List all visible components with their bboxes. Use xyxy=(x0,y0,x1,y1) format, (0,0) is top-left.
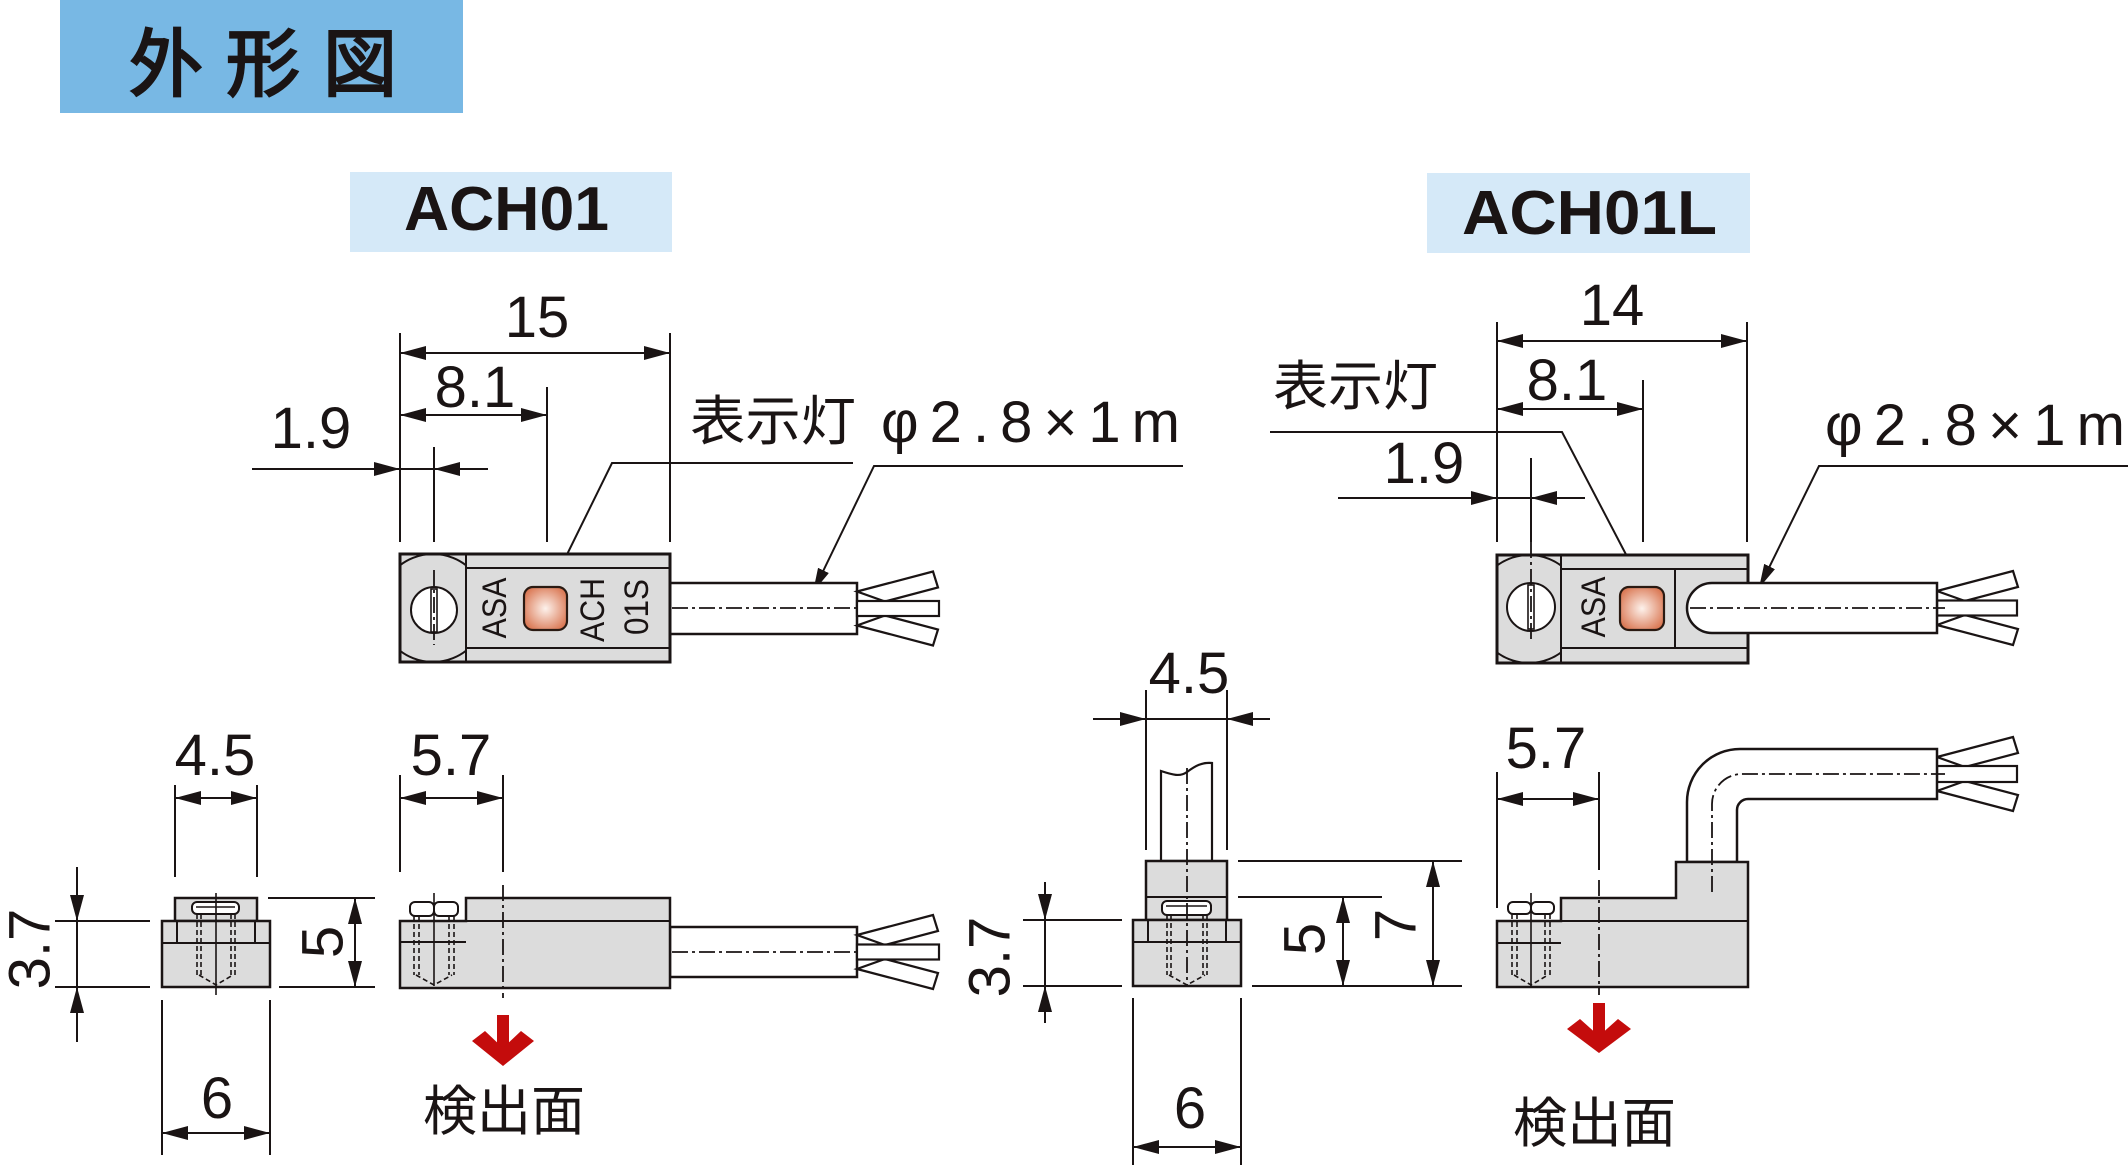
dimension-overall-length: 15 xyxy=(505,285,570,350)
page-title: 外形図 xyxy=(129,23,397,106)
body-marking-maker: ASA xyxy=(476,577,514,638)
dimension-overall-height: 7 xyxy=(1364,909,1429,941)
wire xyxy=(855,943,941,961)
cable-callout-label: φ2.8×1m xyxy=(1825,393,2125,458)
wire xyxy=(853,957,940,991)
screw-head-icon xyxy=(409,901,435,917)
dimension-detection-center: 5.7 xyxy=(411,723,492,788)
dimension-screw-head-width: 4.5 xyxy=(1149,641,1230,706)
model-label-background xyxy=(350,172,672,252)
wire-ends xyxy=(1933,735,2020,813)
ach01-top-view: 15 8.1 1.9 表示灯 φ2.8×1m ASA ACH xyxy=(252,285,1183,664)
detection-arrow-shaft xyxy=(1593,1003,1605,1037)
indicator-led xyxy=(522,585,569,632)
dimension-screw-head-width: 4.5 xyxy=(175,723,256,788)
dimension-led-position: 8.1 xyxy=(1527,348,1608,413)
dimension-width: 6 xyxy=(1174,1076,1206,1141)
dimension-screw-offset: 1.9 xyxy=(271,396,352,461)
model-name: ACH01 xyxy=(404,175,609,244)
cable-leader-line xyxy=(812,465,1183,593)
detection-surface-arrow-icon xyxy=(472,1015,534,1066)
wire xyxy=(1933,779,2020,813)
body-marking-model-line2: 01S xyxy=(618,579,656,635)
ach01l-end-view: 4.5 6 3.7 5 7 xyxy=(958,641,1462,1165)
wire xyxy=(1933,569,2020,603)
detection-arrow-head xyxy=(1567,1019,1631,1053)
cable-centerline xyxy=(1711,773,1945,892)
model-label-background xyxy=(1427,173,1750,253)
screw-head-icon xyxy=(1507,901,1532,915)
body-marking-maker: ASA xyxy=(1575,576,1613,637)
ach01-end-view: 4.5 6 3.7 5 xyxy=(0,723,375,1155)
cable-bent xyxy=(1685,747,1939,864)
wire-ends xyxy=(853,570,941,647)
wire xyxy=(853,570,940,603)
ach01-side-view: 5.7 検出面 xyxy=(398,723,941,1142)
model-label-ach01: ACH01 xyxy=(350,172,672,252)
dimension-led-position: 8.1 xyxy=(435,355,516,420)
wire xyxy=(1933,613,2020,647)
screw-head-icon xyxy=(1530,901,1555,915)
detection-surface-arrow-icon xyxy=(1567,1003,1631,1053)
dimension-height: 5 xyxy=(291,926,356,958)
led-leader-line xyxy=(551,462,853,586)
cable-callout-label: φ2.8×1m xyxy=(881,390,1180,455)
detection-arrow-head xyxy=(472,1031,534,1066)
wire xyxy=(855,599,941,618)
detection-surface-label: 検出面 xyxy=(1513,1094,1676,1154)
wire xyxy=(853,614,940,647)
dimension-overall-length: 14 xyxy=(1580,273,1645,338)
title-banner: 外形図 xyxy=(60,0,463,113)
title-banner-background xyxy=(60,0,463,113)
led-callout-label: 表示灯 xyxy=(1273,357,1438,417)
detection-arrow-shaft xyxy=(497,1015,509,1049)
screw-head-icon xyxy=(433,901,459,917)
dimension-width: 6 xyxy=(201,1066,233,1131)
wire-ends xyxy=(1933,569,2020,647)
model-name: ACH01L xyxy=(1462,179,1717,248)
led-callout-label: 表示灯 xyxy=(690,392,856,452)
model-label-ach01l: ACH01L xyxy=(1427,173,1750,253)
cable-leader-line xyxy=(1758,465,2128,589)
dimension-detection-center: 5.7 xyxy=(1506,716,1587,781)
dimension-height: 5 xyxy=(1273,923,1338,955)
wire-ends xyxy=(853,913,941,991)
wire xyxy=(1935,599,2019,617)
led-leader-line xyxy=(1270,431,1644,588)
ach01l-top-view: 14 8.1 1.9 表示灯 φ2.8×1m ASA xyxy=(1270,273,2128,665)
wire xyxy=(853,913,940,947)
dimension-base-height: 3.7 xyxy=(958,917,1023,998)
wire xyxy=(1933,735,2020,769)
wire xyxy=(1935,764,2019,784)
ach01l-side-view: 5.7 検出面 xyxy=(1495,716,2020,1154)
sensor-body xyxy=(1495,860,1750,989)
dimension-screw-offset: 1.9 xyxy=(1384,431,1465,496)
indicator-led xyxy=(1618,585,1666,632)
body-marking-model-line1: ACH xyxy=(574,578,612,642)
dimension-base-height: 3.7 xyxy=(0,909,63,990)
detection-surface-label: 検出面 xyxy=(423,1082,585,1142)
